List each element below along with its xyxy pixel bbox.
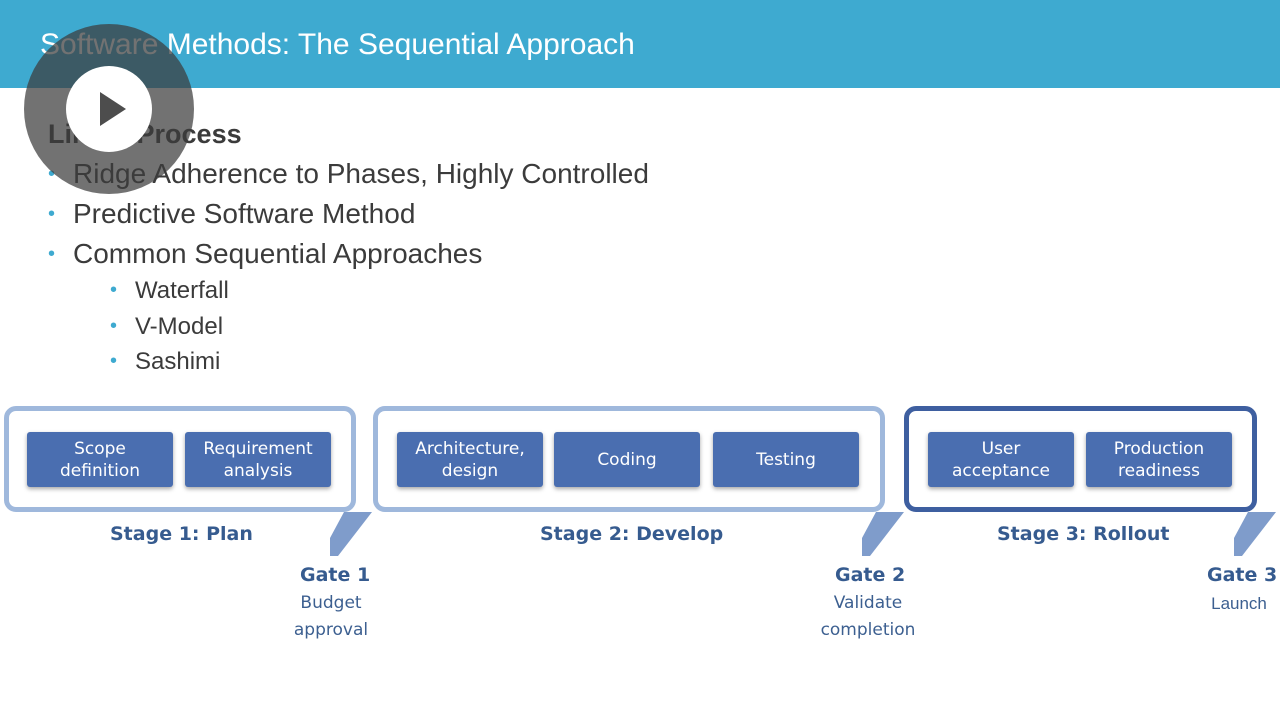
gate-1-desc: Budget approval <box>293 593 369 640</box>
step-requirement-analysis: Requirement analysis <box>185 432 331 487</box>
gate-3-desc: Launch <box>1211 594 1267 613</box>
gate-2-label: Gate 2 <box>835 564 906 586</box>
play-icon <box>66 66 152 152</box>
step-coding: Coding <box>554 432 700 487</box>
stage-1-box <box>4 406 356 512</box>
sub-bullet-item: Waterfall <box>110 273 229 309</box>
stage-3-box <box>904 406 1257 512</box>
stage-2-box <box>373 406 885 512</box>
step-architecture-design: Architecture, design <box>397 432 543 487</box>
play-button[interactable] <box>24 24 194 194</box>
stage-1-label: Stage 1: Plan <box>110 523 253 545</box>
step-production-readiness: Production readiness <box>1086 432 1232 487</box>
step-scope-definition: Scope definition <box>27 432 173 487</box>
gate-2-arrow-icon <box>862 512 904 556</box>
stage-3-label: Stage 3: Rollout <box>997 523 1170 545</box>
bullet-item: Predictive Software Method <box>48 194 649 234</box>
sub-bullet-item: V-Model <box>110 309 229 345</box>
sub-bullet-list: Waterfall V-Model Sashimi <box>110 273 229 380</box>
slide-header: Software Methods: The Sequential Approac… <box>0 0 1280 88</box>
bullet-item: Common Sequential Approaches <box>48 234 649 274</box>
gate-3-label: Gate 3 <box>1207 564 1278 586</box>
step-user-acceptance: User acceptance <box>928 432 1074 487</box>
gate-1-arrow-icon <box>330 512 372 556</box>
bullet-list: Ridge Adherence to Phases, Highly Contro… <box>48 154 649 274</box>
gate-1-label: Gate 1 <box>300 564 371 586</box>
sub-bullet-item: Sashimi <box>110 344 229 380</box>
step-testing: Testing <box>713 432 859 487</box>
gate-3-arrow-icon <box>1234 512 1276 556</box>
gate-2-desc: Validate completion <box>820 593 916 640</box>
stage-2-label: Stage 2: Develop <box>540 523 724 545</box>
